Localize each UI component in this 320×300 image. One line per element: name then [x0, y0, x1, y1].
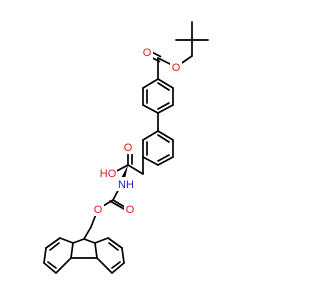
- bond: [127, 164, 144, 175]
- fluorenyl-group: [43, 237, 125, 274]
- tert-butyl-group: [175, 21, 209, 57]
- bond: [111, 262, 125, 274]
- acid-carbonyl-oxygen: O: [122, 140, 134, 154]
- bond: [94, 242, 98, 259]
- carbamate-carbonyl-oxygen: O: [124, 202, 136, 216]
- bond: [157, 154, 170, 162]
- ester-carbonyl-oxygen-label: O: [143, 47, 152, 59]
- chemical-structure: O O O HO NH O O: [43, 21, 209, 274]
- ester-ether-oxygen: O: [170, 60, 182, 74]
- acid-hydroxyl-label: HO: [100, 168, 117, 180]
- lower-phenyl-ring: [142, 130, 174, 166]
- bond: [83, 238, 96, 244]
- amine-nh-label: NH: [118, 179, 134, 191]
- tert-butyl-ester: [145, 49, 193, 80]
- bond: [59, 237, 74, 244]
- bond: [94, 237, 109, 244]
- bond: [108, 242, 119, 251]
- bond: [157, 134, 170, 143]
- bond: [72, 238, 85, 244]
- bond: [157, 78, 174, 89]
- bond: [157, 104, 174, 114]
- ester-ether-oxygen-label: O: [172, 62, 181, 74]
- bond: [55, 257, 72, 274]
- bond: [157, 130, 174, 141]
- bond: [70, 242, 74, 259]
- bond: [109, 200, 125, 210]
- carbamate-ether-oxygen-label: O: [94, 204, 103, 216]
- bond: [47, 261, 57, 269]
- bond: [121, 247, 125, 264]
- amine-nh: NH: [115, 177, 137, 191]
- bond: [43, 247, 47, 264]
- ester-carbonyl-oxygen: O: [141, 45, 153, 59]
- atom-labels: O O O HO NH O O: [92, 45, 182, 216]
- carbamate-ether-oxygen: O: [92, 202, 104, 216]
- acid-hydroxyl: HO: [99, 166, 117, 180]
- bond: [45, 237, 61, 249]
- bond: [157, 156, 174, 166]
- bond: [157, 102, 170, 110]
- bond: [142, 104, 159, 114]
- bond: [49, 242, 60, 251]
- bond: [43, 262, 57, 274]
- carbamate-group: [83, 182, 129, 240]
- bond: [107, 237, 123, 249]
- bond: [142, 78, 159, 89]
- bond: [96, 257, 113, 274]
- bond: [157, 82, 170, 91]
- upper-phenyl-ring: [142, 78, 174, 114]
- carbamate-carbonyl-oxygen-label: O: [126, 204, 135, 216]
- bond: [142, 130, 159, 141]
- bond: [83, 226, 92, 240]
- bond: [142, 156, 159, 166]
- bond: [111, 261, 121, 269]
- acid-carbonyl-oxygen-label: O: [124, 142, 133, 154]
